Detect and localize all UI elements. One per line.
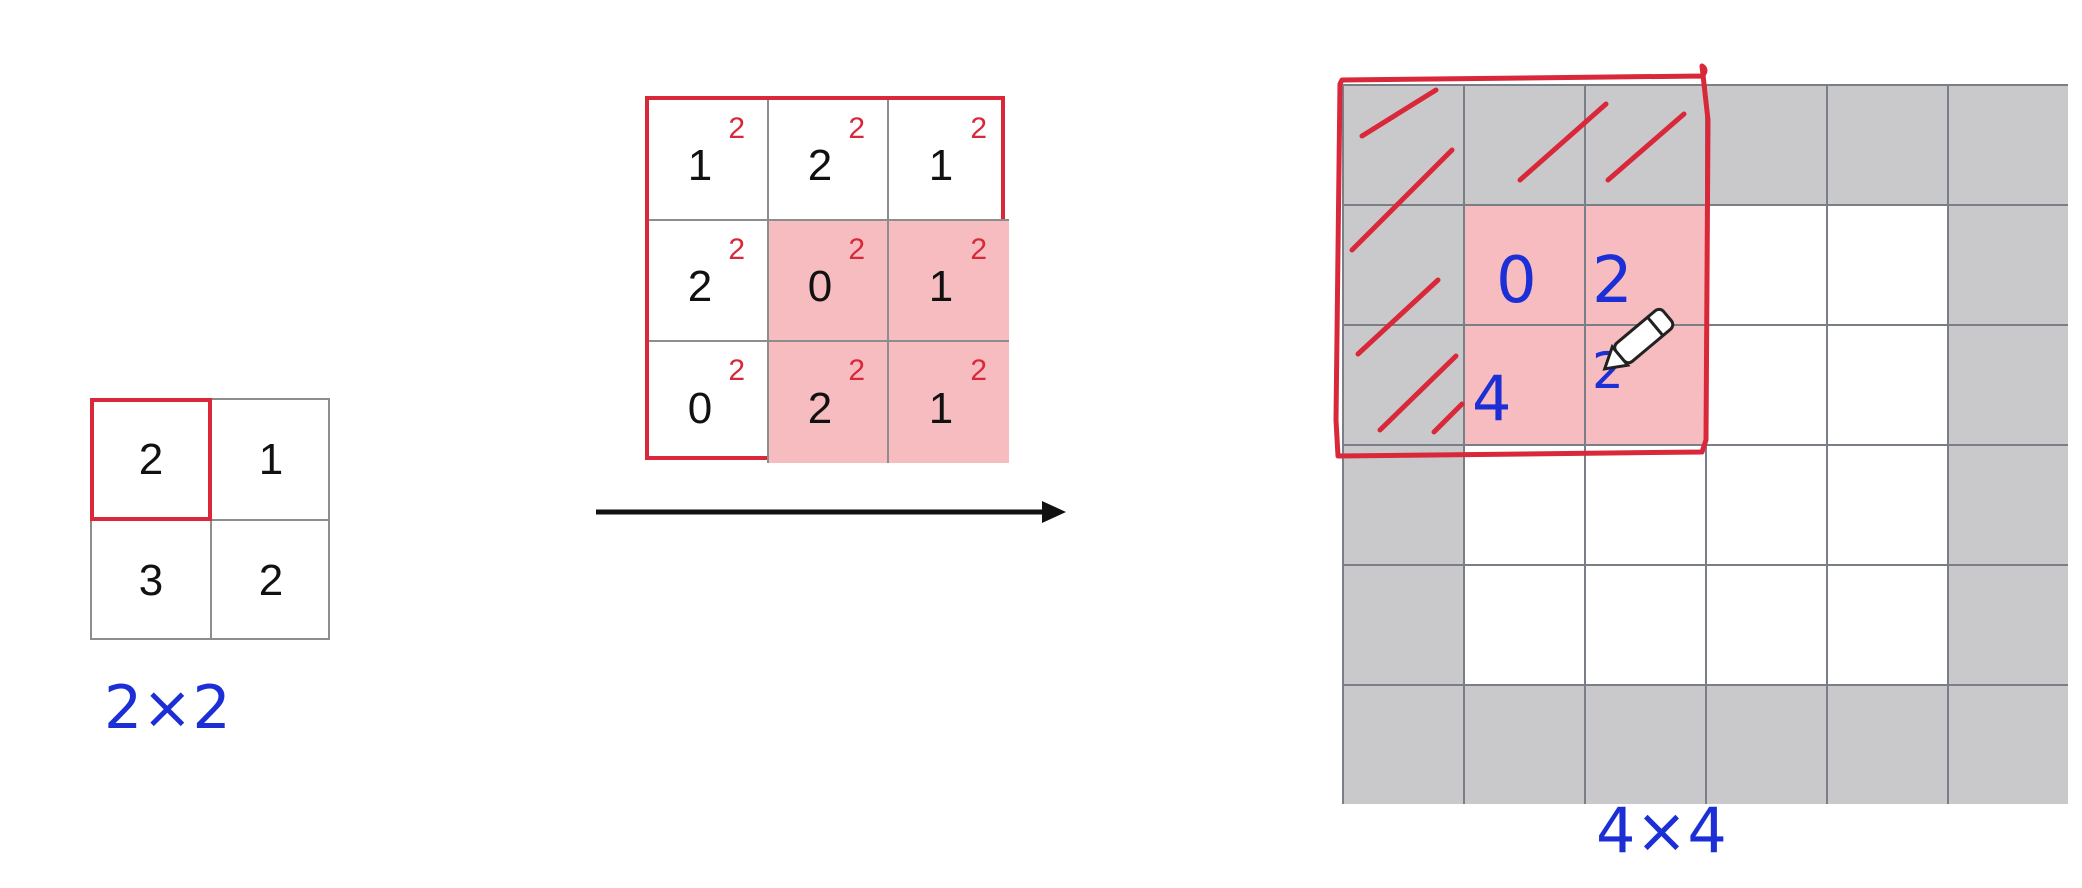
output-padding-cell: [1947, 564, 2068, 684]
output-padding-cell: [1947, 324, 2068, 444]
input-matrix: 2 1 3 2: [90, 398, 330, 640]
output-padding-cell: [1947, 684, 2068, 804]
output-cell: [1826, 564, 1947, 684]
output-cell: [1826, 444, 1947, 564]
output-padding-cell: [1947, 84, 2068, 204]
output-padding-cell: [1342, 684, 1463, 804]
input-cell: 1: [210, 398, 330, 519]
output-cell: [1463, 444, 1584, 564]
output-padding-cell: [1947, 204, 2068, 324]
output-padding-cell: [1584, 684, 1705, 804]
output-size-label: 4×4: [1596, 794, 1727, 867]
output-padding-cell: [1342, 84, 1463, 204]
arrow-right-icon: [596, 501, 1066, 523]
output-padding-cell: [1463, 684, 1584, 804]
output-padding-cell: [1705, 84, 1826, 204]
output-cell: [1705, 204, 1826, 324]
output-cell-highlighted: [1584, 324, 1705, 444]
output-cell-highlighted: [1463, 204, 1584, 324]
output-padding-cell: [1342, 444, 1463, 564]
input-cell: 2: [210, 519, 330, 640]
input-cell: 2: [90, 398, 210, 519]
output-cell: [1705, 324, 1826, 444]
output-padding-cell: [1826, 84, 1947, 204]
output-padding-cell: [1342, 564, 1463, 684]
output-cell-highlighted: [1584, 204, 1705, 324]
output-padding-cell: [1342, 204, 1463, 324]
output-padding-cell: [1342, 324, 1463, 444]
output-cell: [1705, 444, 1826, 564]
input-cell: 3: [90, 519, 210, 640]
output-padding-cell: [1826, 684, 1947, 804]
input-size-label: 2×2: [104, 673, 231, 743]
output-cell: [1826, 324, 1947, 444]
output-cell: [1584, 444, 1705, 564]
output-padding-cell: [1705, 684, 1826, 804]
output-cell: [1826, 204, 1947, 324]
output-matrix: [1342, 84, 2068, 804]
output-padding-cell: [1584, 84, 1705, 204]
output-padding-cell: [1947, 444, 2068, 564]
output-cell: [1584, 564, 1705, 684]
output-cell: [1705, 564, 1826, 684]
output-cell: [1463, 564, 1584, 684]
output-cell-highlighted: [1463, 324, 1584, 444]
output-padding-cell: [1463, 84, 1584, 204]
